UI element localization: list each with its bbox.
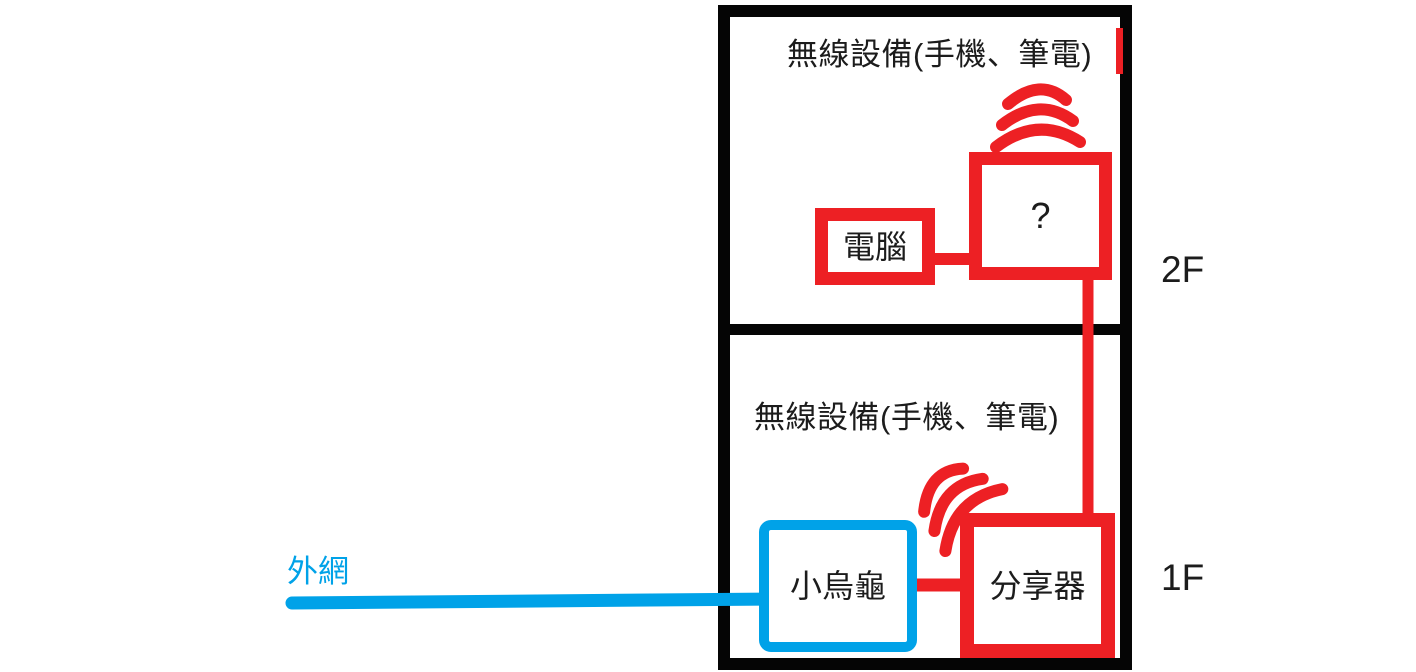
caption-wireless-devices-1f: 無線設備(手機、筆電) <box>754 400 1060 435</box>
building-wall-top <box>718 5 1132 17</box>
external-network-label: 外網 <box>287 554 349 589</box>
building-wall-bottom <box>718 658 1132 670</box>
floor-label-1f: 1F <box>1161 557 1205 598</box>
computer-box: 電腦 <box>815 208 935 285</box>
router-box: 分享器 <box>960 513 1115 658</box>
computer-label: 電腦 <box>842 228 907 265</box>
unknown-device-label: ? <box>1030 195 1051 236</box>
unknown-device-box: ? <box>969 152 1112 280</box>
floor-label-2f: 2F <box>1161 249 1205 290</box>
building-wall-right <box>1120 5 1132 670</box>
modem-box: 小烏龜 <box>759 520 917 652</box>
wifi-signal-icon <box>990 83 1086 153</box>
external-network-line <box>285 592 781 610</box>
floor-divider <box>718 324 1132 335</box>
wifi-signal-icon <box>918 462 1009 558</box>
building-wall-left <box>718 5 730 670</box>
modem-label: 小烏龜 <box>789 568 886 604</box>
router-label: 分享器 <box>989 567 1086 604</box>
caption-wireless-devices-2f: 無線設備(手機、筆電) <box>787 37 1093 72</box>
red-cursor-mark <box>1116 28 1123 74</box>
